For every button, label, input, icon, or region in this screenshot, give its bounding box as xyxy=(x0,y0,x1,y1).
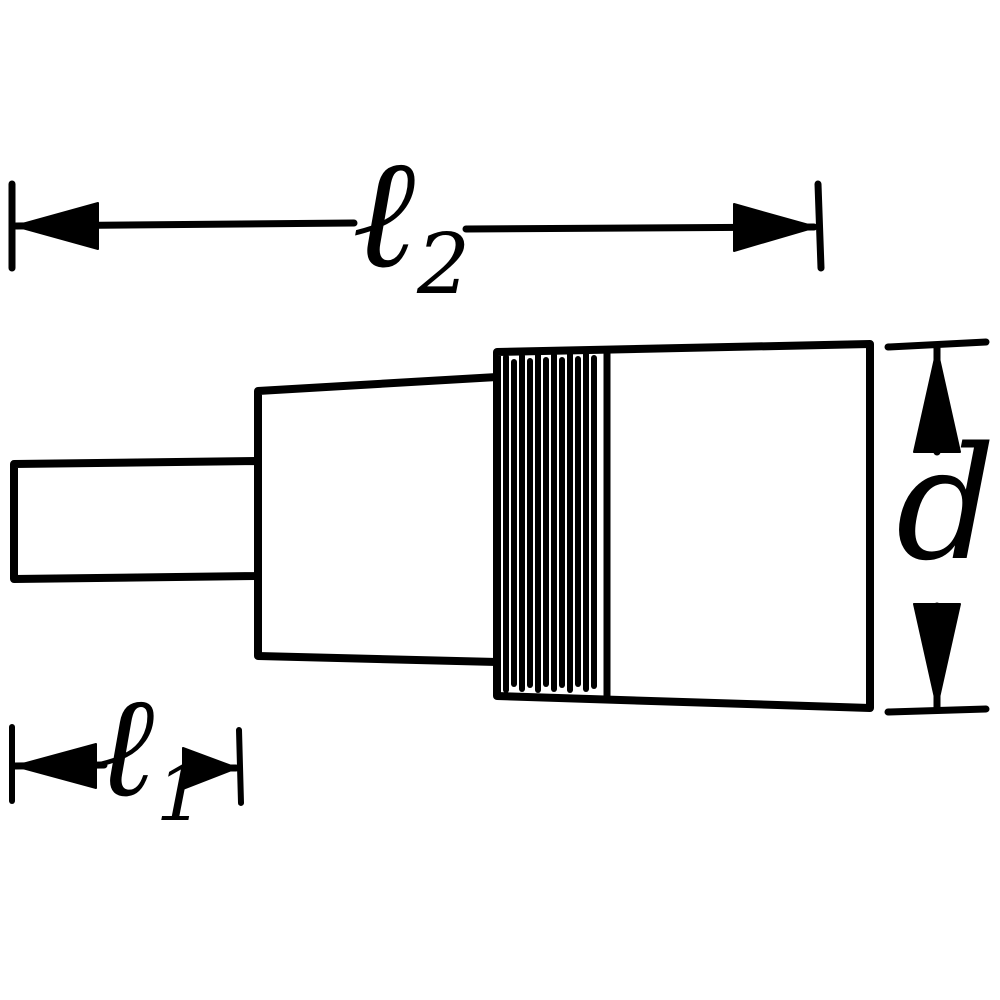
dimension-label-l1: ℓ1 xyxy=(96,666,205,833)
d-arrowhead-down-icon xyxy=(913,603,961,708)
bit-shank xyxy=(10,457,262,583)
l2-symbol: ℓ xyxy=(352,125,416,302)
d-arrowhead-up-icon xyxy=(913,348,961,453)
dimension-l2 xyxy=(8,180,825,272)
l2-arrowhead-left-icon xyxy=(14,202,99,250)
l1-arrowhead-left-icon xyxy=(14,743,97,789)
l1-extension-tick-right xyxy=(236,727,244,806)
l2-arrowhead-right-icon xyxy=(733,203,817,252)
dimension-label-d: d xyxy=(896,426,996,582)
knurled-collar xyxy=(503,346,611,704)
d-symbol: d xyxy=(896,413,996,595)
l2-subscript: 2 xyxy=(416,214,471,313)
l2-extension-tick-right xyxy=(814,180,825,272)
socket-bit-drawing xyxy=(10,340,874,712)
l1-arrowhead-right-icon xyxy=(182,747,238,790)
l1-symbol: ℓ xyxy=(96,666,155,829)
dimension-l1 xyxy=(9,724,244,806)
dimension-label-l2: ℓ2 xyxy=(352,125,470,306)
dimension-d xyxy=(884,338,990,716)
bit-holder xyxy=(254,373,501,666)
l1-subscript: 1 xyxy=(155,749,205,839)
socket-body xyxy=(493,340,874,712)
